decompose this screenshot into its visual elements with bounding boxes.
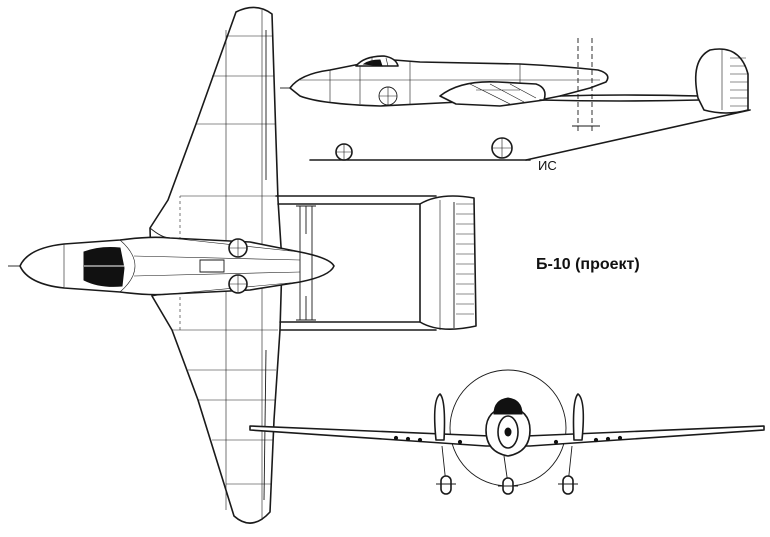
right-tail-fin xyxy=(574,394,584,440)
horizontal-tail xyxy=(420,196,476,329)
drawing-caption: Б-10 (проект) xyxy=(536,256,640,273)
front-canopy xyxy=(494,398,522,414)
left-main-wheel xyxy=(441,476,451,494)
front-view xyxy=(250,370,764,494)
right-main-wheel xyxy=(563,476,573,494)
cockpit-canopy xyxy=(84,248,124,287)
top-view xyxy=(8,7,476,523)
fuselage-plan xyxy=(20,237,334,294)
left-tail-fin xyxy=(435,394,445,440)
wing-ports xyxy=(394,436,621,443)
tail-boom-side xyxy=(560,95,724,98)
side-view: ИС xyxy=(280,38,750,173)
ground-line-mark: ИС xyxy=(538,158,557,173)
